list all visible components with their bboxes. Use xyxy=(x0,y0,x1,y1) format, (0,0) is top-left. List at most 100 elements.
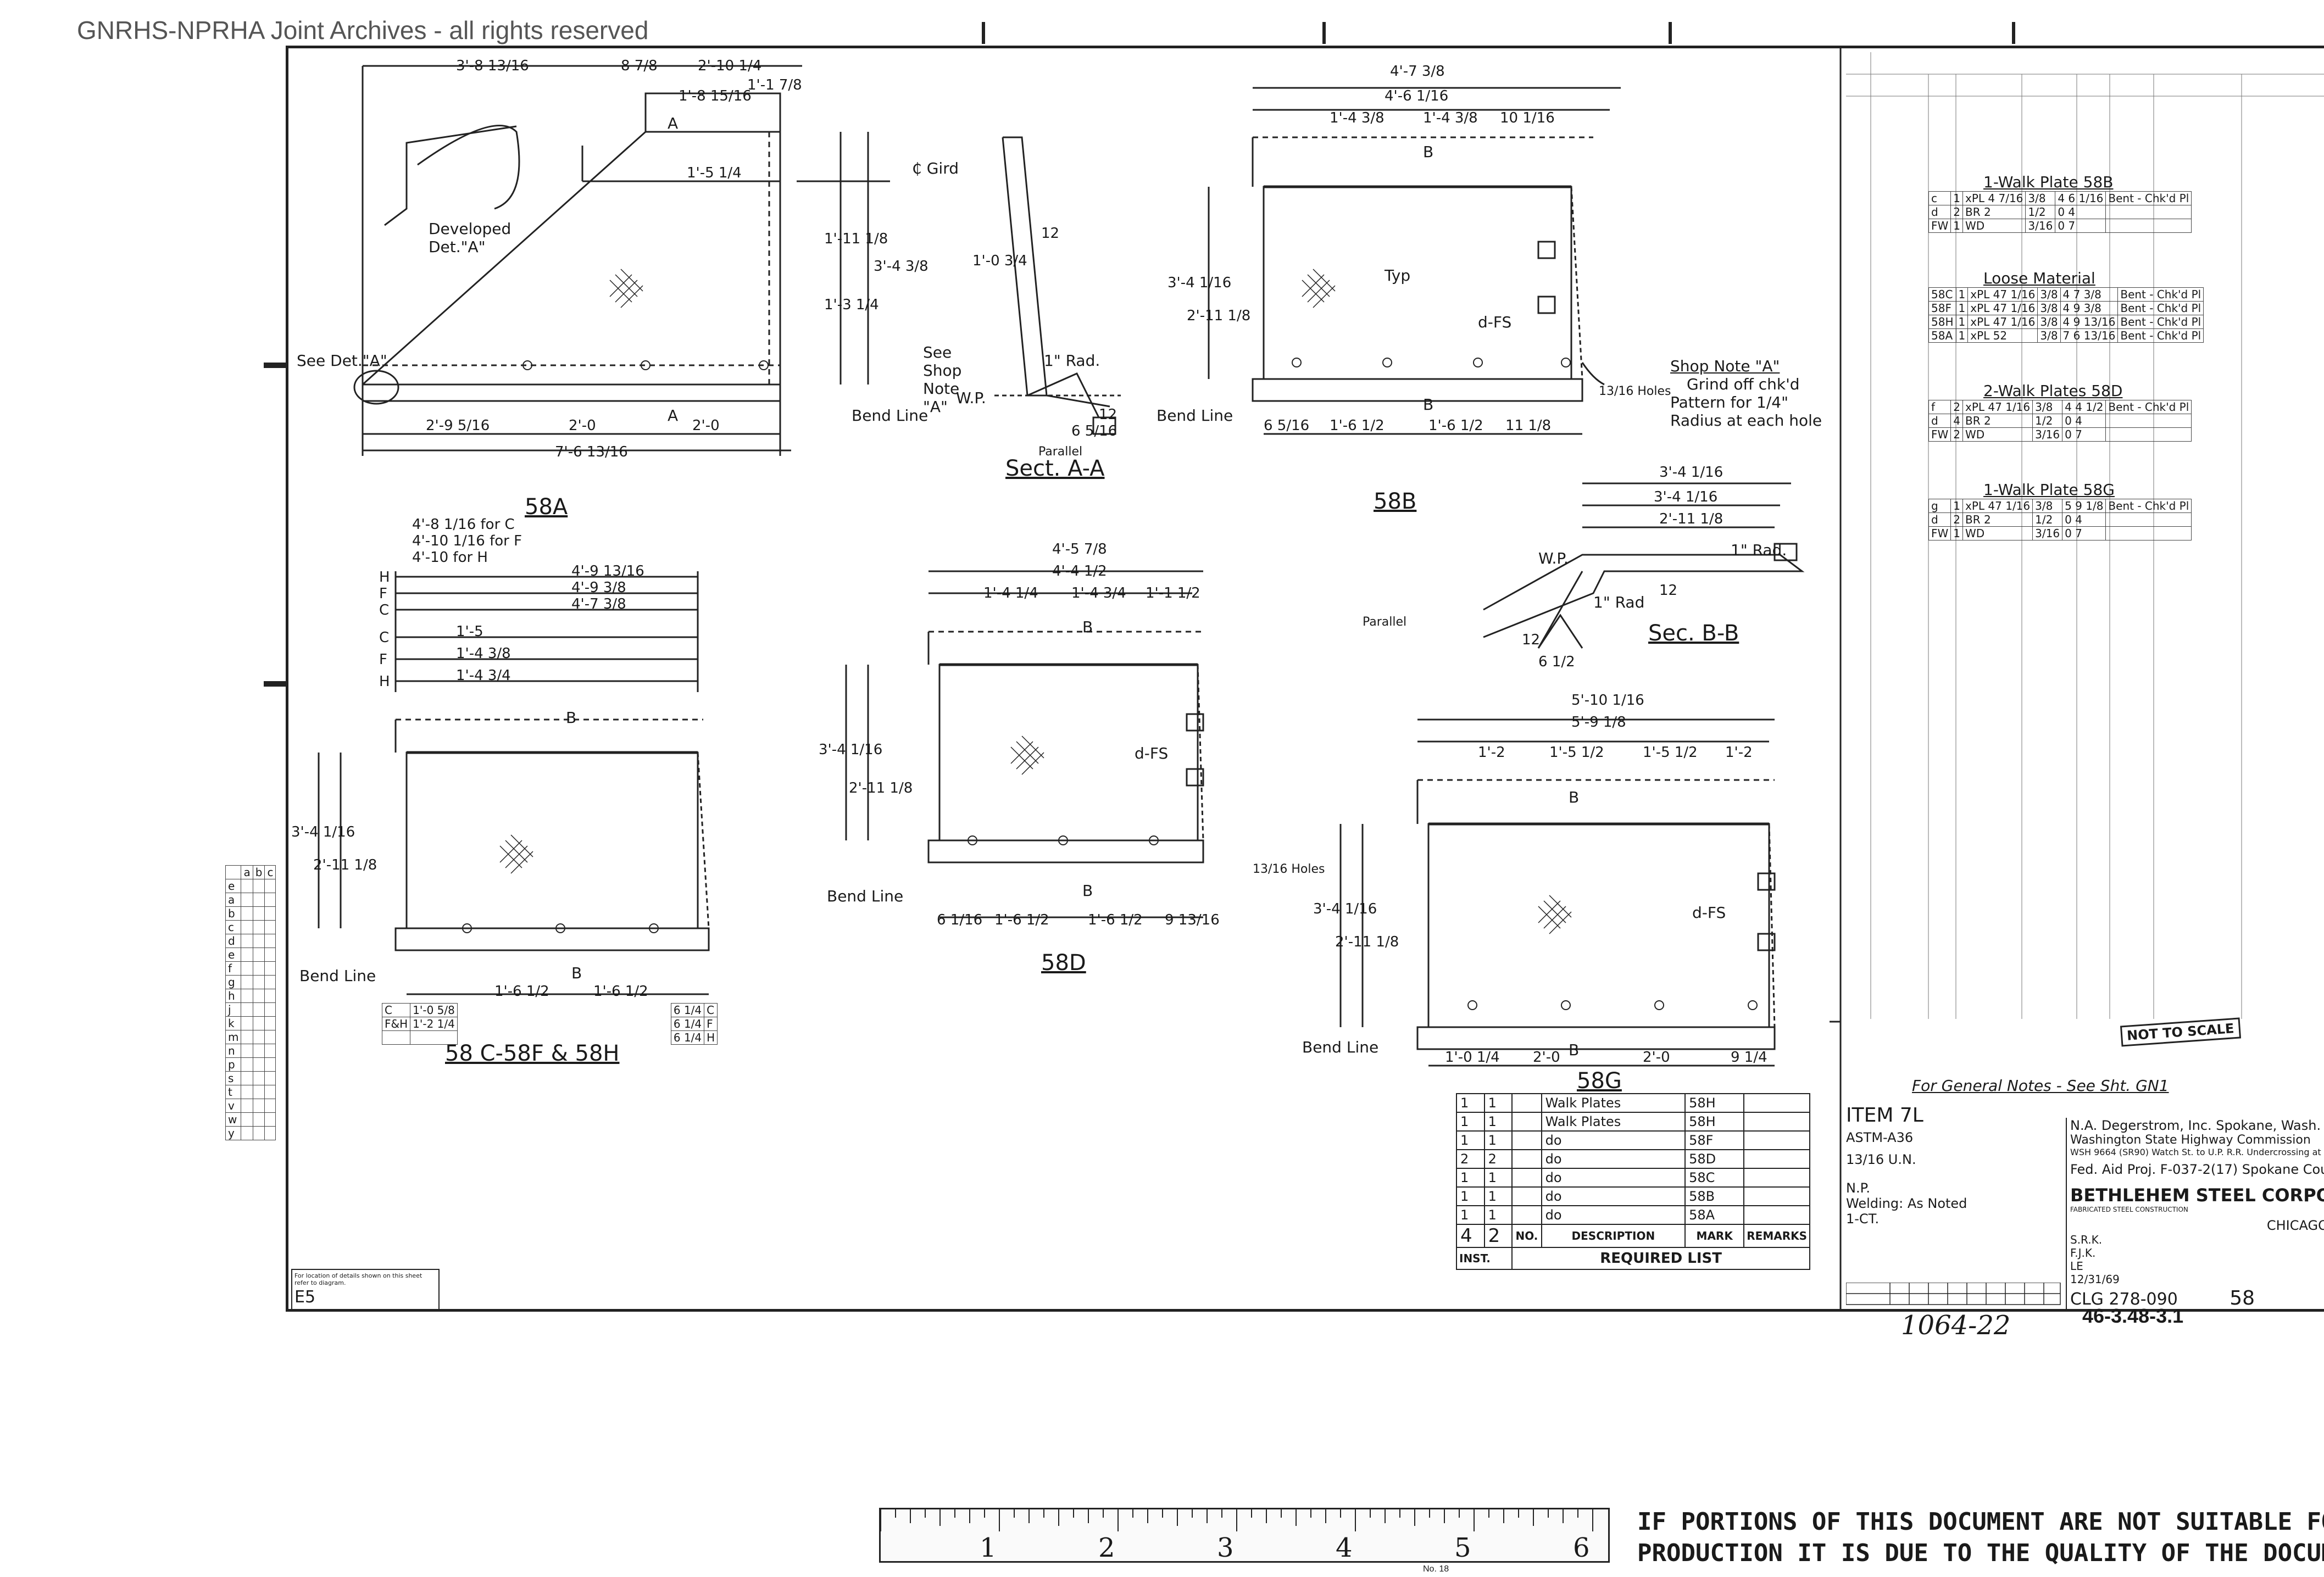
bom-cell: 0 4 xyxy=(2062,414,2106,428)
plate-58a-outline xyxy=(353,65,890,456)
dim-sectb-5: 6 1/2 xyxy=(1538,654,1575,670)
plate-58g-holes xyxy=(1467,1000,1758,1010)
dim-58c-0: 4'-9 13/16 xyxy=(571,563,644,579)
bom-cell: 0 4 xyxy=(2055,205,2106,219)
bend-line-label-58c: Bend Line xyxy=(299,967,376,985)
dim-58b-1: 4'-6 1/16 xyxy=(1385,88,1449,104)
dim-sectb-0: 3'-4 1/16 xyxy=(1659,464,1723,481)
dim-58d-4: 1'-1 1/2 xyxy=(1146,585,1200,601)
dim-58b-10: 6 5/16 xyxy=(1264,417,1310,434)
shop-note-line-2: Pattern for 1/4" xyxy=(1670,393,1788,411)
office-location: CHICAGO xyxy=(2266,1218,2324,1233)
section-a-marker-top: A xyxy=(668,114,679,132)
bom-cell: FW xyxy=(1928,219,1952,233)
checker-pattern-58g xyxy=(1538,895,1572,934)
bom-cell: d xyxy=(1928,414,1952,428)
table-row: s xyxy=(225,1071,276,1085)
bom-heading-3: 1-Walk Plate 58G xyxy=(1983,481,2115,499)
req-cell: 1 xyxy=(1483,1130,1513,1150)
section-aa-outline xyxy=(994,136,1121,435)
bom-cell: f xyxy=(1928,400,1952,414)
ruler-ticks xyxy=(881,1509,1593,1531)
table-row: a xyxy=(225,893,276,907)
dim-58b-6: 2'-11 1/8 xyxy=(1187,308,1251,324)
req-cell: 58H xyxy=(1684,1112,1745,1132)
section-aa-wp-label: W.P. xyxy=(956,389,986,407)
58c-cell: 1'-2 1/4 xyxy=(410,1017,458,1031)
section-b-marker-58g-bottom: B xyxy=(1569,1041,1580,1059)
58c-cell: 6 1/4 xyxy=(670,1003,705,1017)
req-cell: Walk Plates xyxy=(1541,1112,1686,1132)
bom-cell: WD xyxy=(1962,219,2026,233)
view-title-section-bb: Sec. B-B xyxy=(1648,621,1739,646)
welding-spec: Welding: As Noted xyxy=(1846,1196,1967,1211)
bom-cell: 2 xyxy=(1950,205,1964,219)
dim-58d-2: 1'-4 1/4 xyxy=(983,585,1038,601)
dim-58a-12: 1'-11 1/8 xyxy=(824,231,888,247)
bom-cell: BR 2 xyxy=(1962,414,2033,428)
contract-number: CLG 278-090 xyxy=(2070,1290,2178,1309)
dim-secta-2: 6 5/16 xyxy=(1071,423,1117,439)
dim-58g-0: 5'-10 1/16 xyxy=(1571,692,1644,709)
grid-row-label: h xyxy=(225,989,242,1003)
shop-note-line-3: Radius at each hole xyxy=(1670,411,1822,430)
dim-58a-10: 3'-4 3/8 xyxy=(874,258,929,275)
dim-sectb-4: 12 xyxy=(1522,632,1541,648)
bom-cell: Bent - Chk'd Pl xyxy=(2117,315,2204,329)
plate-58b-holes xyxy=(1292,358,1571,367)
bom-cell: 3/8 xyxy=(2037,315,2061,329)
shop-contact-spec: N.P. xyxy=(1846,1180,1870,1196)
revision-grid xyxy=(1846,1283,2061,1305)
dim-sectb-2: 2'-11 1/8 xyxy=(1659,511,1723,527)
bom-cell: 4 4 1/2 xyxy=(2062,400,2106,414)
bom-cell: 3/16 xyxy=(2032,427,2063,442)
grid-row-label: p xyxy=(225,1057,242,1072)
table-row: n xyxy=(225,1044,276,1058)
bom-cell: d xyxy=(1928,205,1952,219)
dim-58b-2: 1'-4 3/8 xyxy=(1330,110,1385,126)
table-row: m xyxy=(225,1030,276,1044)
dim-58b-7: 1'-6 1/2 xyxy=(1330,417,1385,434)
bom-cell: WD xyxy=(1962,526,2033,540)
required-list-header-row: 4 2 NO. DESCRIPTION MARK REMARKS xyxy=(1456,1224,1810,1248)
item-number: ITEM 7L xyxy=(1846,1104,1923,1127)
bom-cell: 3/16 xyxy=(2025,219,2056,233)
bom-cell: 3/8 xyxy=(2032,499,2063,513)
bom-cell: 58F xyxy=(1928,301,1956,315)
bom-cell xyxy=(2105,219,2192,233)
header-mark: MARK xyxy=(1684,1224,1745,1248)
bom-cell xyxy=(2105,512,2192,527)
ruler-label-6: 6 xyxy=(1573,1533,1590,1563)
bom-cell: 1 xyxy=(1955,328,1969,343)
dim-58g-1: 5'-9 1/8 xyxy=(1571,714,1626,731)
bom-cell: 58C xyxy=(1928,287,1956,302)
58c-cell xyxy=(381,1030,411,1045)
checker-pattern-58a xyxy=(609,269,643,308)
dim-58c-7: 1'-6 1/2 xyxy=(593,983,648,1000)
grid-row-label: g xyxy=(225,975,242,989)
req-cell: 1 xyxy=(1456,1130,1485,1150)
table-row: h xyxy=(225,989,276,1003)
made-by: S.R.K. xyxy=(2070,1233,2103,1246)
req-cell: 1 xyxy=(1483,1168,1513,1188)
req-cell: do xyxy=(1541,1149,1686,1169)
bom-cell: FW xyxy=(1928,526,1952,540)
dim-58g-3: 1'-5 1/2 xyxy=(1549,744,1604,761)
grid-row-label: v xyxy=(225,1099,242,1113)
zone-label: E5 xyxy=(294,1288,316,1307)
grid-head: a xyxy=(241,865,253,879)
open-holes-spec: 13/16 U.N. xyxy=(1846,1152,1916,1167)
bom-cell: 1/2 xyxy=(2032,414,2063,428)
